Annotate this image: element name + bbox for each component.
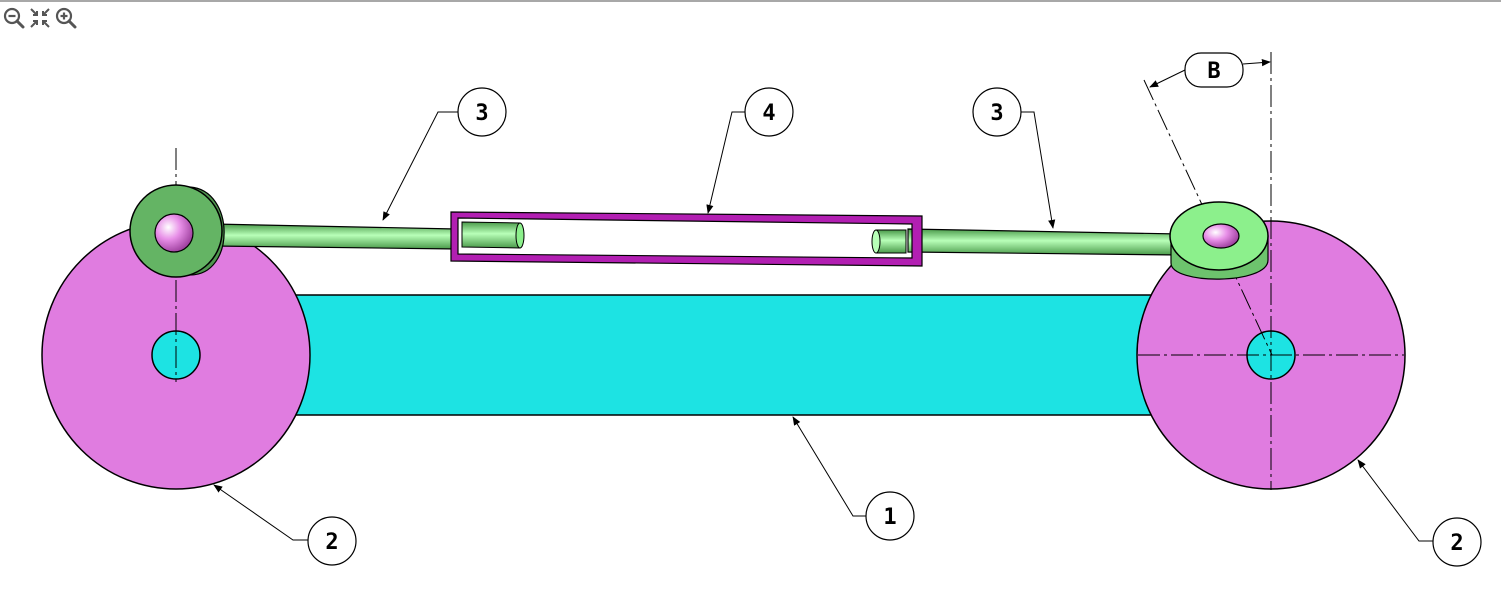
top-border [0,0,1501,2]
frame-part [269,294,1171,416]
dimension-angle: B [1184,52,1244,88]
zoom-out-button[interactable] [2,6,26,30]
callout-frame: 1 [865,491,915,541]
zoom-out-icon [3,7,25,29]
svg-text:3: 3 [990,101,1003,126]
rod-left [212,223,457,250]
callout-rod-right: 3 [972,87,1022,137]
fit-all-button[interactable] [28,6,52,30]
callout-wheel-right: 2 [1432,517,1482,567]
pin-left [154,213,194,253]
arm-right [1169,201,1269,280]
leader-lines [213,59,1433,542]
fit-all-icon [30,8,50,28]
svg-text:1: 1 [883,505,896,530]
callout-wheel-left: 2 [307,516,357,566]
svg-text:2: 2 [325,530,338,555]
callout-sleeve: 4 [744,87,794,137]
zoom-in-icon [55,7,77,29]
rod-right [907,228,1181,256]
arm-left [129,184,225,278]
svg-text:4: 4 [762,101,775,126]
pin-right [1202,223,1240,249]
sleeve-part [450,211,923,267]
svg-text:B: B [1207,59,1220,84]
viewer-toolbar [2,6,78,30]
svg-text:2: 2 [1450,531,1463,556]
callout-rod-left: 3 [457,87,507,137]
zoom-in-button[interactable] [54,6,78,30]
svg-text:3: 3 [475,101,488,126]
